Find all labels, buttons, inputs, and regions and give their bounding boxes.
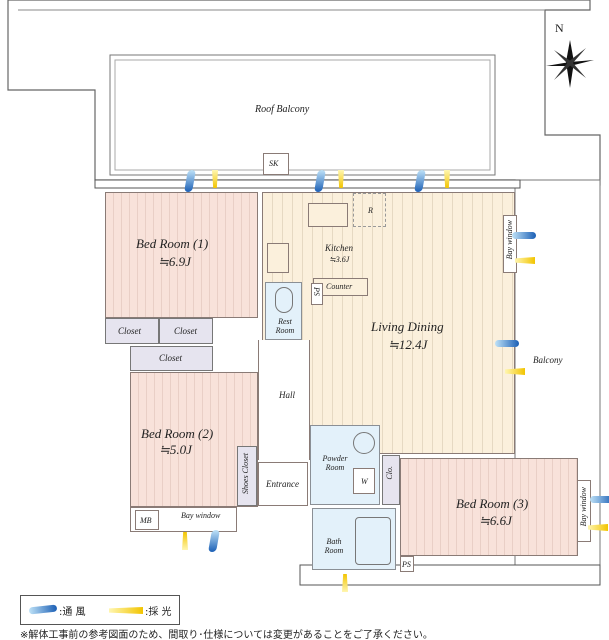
bay-window-bedroom-3: Bay window bbox=[577, 480, 591, 542]
powder-room: Powder Room W bbox=[310, 425, 380, 505]
bath-room: Bath Room bbox=[312, 508, 396, 570]
bedroom-2-size: ≒5.0J bbox=[159, 442, 192, 457]
closet-3-label: Closet bbox=[159, 353, 183, 363]
compass-icon bbox=[546, 40, 594, 88]
legend-wind-icon bbox=[28, 604, 58, 615]
r-label: R bbox=[368, 206, 373, 215]
bedroom-1-size: ≒6.9J bbox=[158, 254, 191, 269]
bay-window-2-label: Bay window bbox=[505, 220, 514, 260]
bedroom-1: Bed Room (1) ≒6.9J bbox=[105, 192, 258, 318]
sk-label: SK bbox=[269, 159, 279, 168]
balcony-label: Balcony bbox=[533, 355, 563, 365]
counter: Counter bbox=[313, 278, 368, 296]
sk-box: SK bbox=[263, 153, 289, 175]
entrance-label: Entrance bbox=[266, 479, 299, 489]
roof-balcony-label: Roof Balcony bbox=[255, 104, 310, 115]
light-marker bbox=[515, 257, 535, 264]
living-dining-size: ≒12.4J bbox=[388, 337, 428, 352]
closet-1-label: Closet bbox=[118, 326, 142, 336]
washing-machine-space: W bbox=[353, 468, 375, 494]
bedroom-3-name: Bed Room (3) bbox=[456, 496, 529, 511]
bedroom-1-name: Bed Room (1) bbox=[136, 236, 209, 251]
bath-room-name: Bath Room bbox=[324, 537, 344, 556]
light-marker bbox=[588, 524, 608, 531]
wind-marker bbox=[512, 232, 536, 239]
closet-2: Closet bbox=[159, 318, 213, 344]
rest-room: Rest Room bbox=[265, 282, 302, 340]
bay-window-1-label: Bay window bbox=[181, 511, 221, 520]
light-marker bbox=[444, 170, 450, 188]
powder-room-name: Powder Room bbox=[322, 454, 348, 473]
rest-room-name: Rest Room bbox=[275, 317, 295, 336]
legend-light-text: 採 光 bbox=[148, 607, 172, 618]
legend-wind-label: :通 風 bbox=[59, 607, 86, 618]
bay-window-3-label: Bay window bbox=[579, 487, 588, 527]
mb-label: MB bbox=[140, 516, 152, 525]
bedroom-3: Bed Room (3) ≒6.6J bbox=[400, 458, 578, 556]
ps-1: PS bbox=[311, 283, 323, 305]
disclaimer-note: ※解体工事前の参考図面のため、間取り･仕様については変更があることをご了承くださ… bbox=[20, 630, 433, 640]
roof-balcony-outline bbox=[7, 0, 601, 586]
light-marker bbox=[338, 170, 344, 188]
closet-2-label: Closet bbox=[174, 326, 198, 336]
refrigerator-space: R bbox=[353, 193, 386, 227]
bedroom-3-size: ≒6.6J bbox=[479, 513, 512, 528]
legend-light-icon bbox=[109, 607, 143, 614]
ps-1-label: PS bbox=[312, 287, 322, 296]
hall: Hall bbox=[258, 340, 310, 460]
shoes-closet-label: Shoes Closet bbox=[241, 453, 250, 495]
closet-3: Closet bbox=[130, 346, 213, 371]
clo-closet: Clo. bbox=[382, 455, 400, 505]
ps-2-label: PS bbox=[402, 560, 411, 569]
closet-1: Closet bbox=[105, 318, 159, 344]
wind-marker bbox=[590, 496, 609, 503]
hall-label: Hall bbox=[279, 390, 296, 400]
bedroom-2-name: Bed Room (2) bbox=[141, 426, 214, 441]
clo-label: Clo. bbox=[385, 466, 394, 480]
living-dining-name: Living Dining bbox=[371, 319, 444, 334]
stove-icon bbox=[267, 243, 289, 273]
washbasin-icon bbox=[353, 432, 375, 454]
toilet-icon bbox=[275, 287, 293, 313]
bay-window-living: Bay window bbox=[503, 215, 517, 273]
light-marker bbox=[212, 170, 218, 188]
counter-label: Counter bbox=[326, 282, 353, 291]
mb-box: MB bbox=[135, 510, 159, 530]
kitchen-size: ≒3.6J bbox=[329, 255, 350, 264]
compass-north-label: N bbox=[555, 21, 564, 35]
sink bbox=[308, 203, 348, 227]
bathtub-icon bbox=[355, 517, 391, 565]
light-marker bbox=[505, 368, 525, 375]
ps-2: PS bbox=[400, 556, 414, 572]
wind-marker bbox=[495, 340, 519, 347]
shoes-closet: Shoes Closet bbox=[237, 446, 257, 506]
legend-light-label: :採 光 bbox=[145, 607, 172, 618]
kitchen-name: Kitchen bbox=[325, 243, 353, 253]
w-label: W bbox=[361, 477, 368, 486]
legend: :通 風 :採 光 bbox=[20, 595, 180, 625]
legend-wind-text: 通 風 bbox=[62, 607, 86, 618]
bedroom-2: Bed Room (2) ≒5.0J bbox=[130, 372, 258, 507]
entrance: Entrance bbox=[258, 462, 308, 506]
